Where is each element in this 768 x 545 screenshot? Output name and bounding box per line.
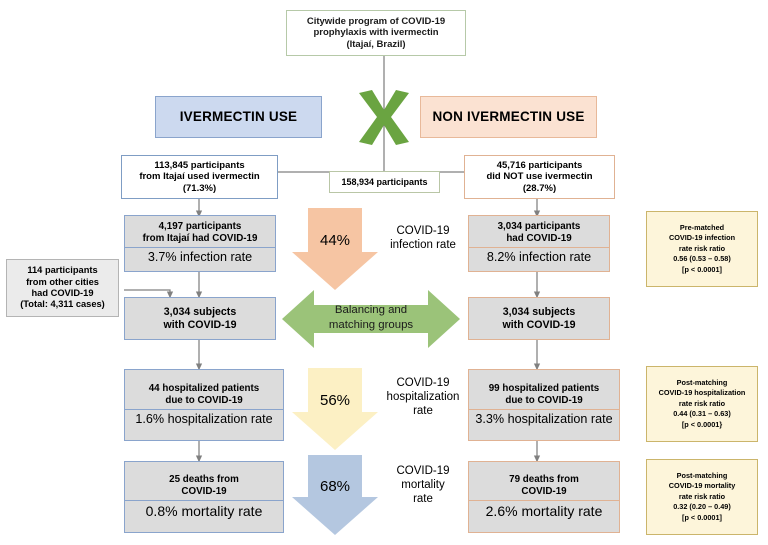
mortality-rate-label-line-3: rate — [413, 493, 433, 506]
hospitalization-rate-label-line-3: rate — [413, 405, 433, 418]
mortality-rate-label-line-2: mortality — [401, 479, 445, 492]
banner-left-label: IVERMECTIN USE — [179, 108, 298, 124]
left-infected-line-2: from Itajaí had COVID-19 — [142, 233, 258, 245]
right-infected-line-1: 3,034 participants — [497, 221, 581, 233]
left-infected-box: 4,197 participants from Itajaí had COVID… — [124, 215, 276, 272]
infection-rate-arrow — [292, 208, 378, 290]
right-enrolled-box: 45,716 participants did NOT use ivermect… — [464, 155, 615, 199]
left-infected-counts: 4,197 participants from Itajaí had COVID… — [125, 218, 275, 247]
cross-marker-icon — [359, 90, 409, 145]
callout-2-line-1: Post-matching — [676, 378, 728, 388]
banner-non-ivermectin-use: NON IVERMECTIN USE — [420, 96, 597, 138]
right-mortality-rate: 2.6% mortality rate — [469, 499, 619, 523]
left-hospitalized-line-2: due to COVID-19 — [165, 394, 243, 406]
hospitalization-rate-label: COVID-19 hospitalization rate — [378, 376, 468, 418]
right-hospitalized-counts: 99 hospitalized patients due to COVID-19 — [469, 380, 619, 409]
left-mortality-rate: 0.8% mortality rate — [125, 499, 283, 523]
mortality-rate-percent: 68% — [319, 478, 351, 495]
right-matched-line-1: 3,034 subjects — [502, 305, 576, 318]
title-line-1: Citywide program of COVID-19 — [306, 15, 446, 27]
title-line-2: prophylaxis with ivermectin — [313, 27, 439, 39]
right-enrolled-line-2: did NOT use ivermectin — [486, 171, 593, 183]
callout-1-line-3: rate risk ratio — [678, 243, 726, 253]
callout-post-matching-mortality: Post-matching COVID-19 mortality rate ri… — [646, 459, 758, 535]
hospitalization-rate-label-line-2: hospitalization — [386, 391, 460, 404]
right-infected-counts: 3,034 participants had COVID-19 — [469, 218, 609, 247]
hospitalization-rate-percent: 56% — [319, 392, 351, 409]
left-infected-line-1: 4,197 participants — [158, 221, 242, 233]
other-cities-line-2: from other cities — [26, 276, 99, 287]
balancing-label-line-1: Balancing and — [334, 304, 408, 316]
right-deaths-counts: 79 deaths from COVID-19 — [469, 471, 619, 500]
callout-1-line-5: [p < 0.0001] — [682, 264, 722, 274]
title-box: Citywide program of COVID-19 prophylaxis… — [286, 10, 466, 56]
right-deaths-line-2: COVID-19 — [521, 485, 567, 497]
right-hospitalized-line-2: due to COVID-19 — [505, 394, 583, 406]
left-infection-rate: 3.7% infection rate — [125, 247, 275, 268]
other-cities-note-box: 114 participants from other cities had C… — [6, 259, 119, 317]
right-deaths-box: 79 deaths from COVID-19 2.6% mortality r… — [468, 461, 620, 533]
left-matched-line-2: with COVID-19 — [163, 318, 237, 331]
banner-ivermectin-use: IVERMECTIN USE — [155, 96, 322, 138]
callout-2-line-2: COVID-19 hospitalization — [658, 388, 746, 398]
right-infection-rate: 8.2% infection rate — [469, 247, 609, 268]
left-deaths-box: 25 deaths from COVID-19 0.8% mortality r… — [124, 461, 284, 533]
title-line-3: (Itajaí, Brazil) — [346, 38, 406, 50]
callout-3-line-2: COVID-19 mortality — [668, 481, 736, 491]
mortality-rate-label: COVID-19 mortality rate — [378, 464, 468, 506]
infection-rate-label-line-2: infection rate — [390, 239, 456, 252]
mortality-rate-label-line-1: COVID-19 — [396, 465, 450, 477]
right-hospitalized-line-1: 99 hospitalized patients — [488, 382, 600, 394]
callout-1-line-1: Pre-matched — [679, 223, 725, 233]
callout-1-line-4: 0.56 (0.53 – 0.58) — [673, 254, 731, 264]
left-hospitalized-box: 44 hospitalized patients due to COVID-19… — [124, 369, 284, 441]
right-infected-box: 3,034 participants had COVID-19 8.2% inf… — [468, 215, 610, 272]
right-deaths-line-1: 79 deaths from — [509, 474, 579, 486]
left-deaths-line-1: 25 deaths from — [169, 474, 239, 486]
left-matched-line-1: 3,034 subjects — [163, 305, 237, 318]
left-hospitalized-counts: 44 hospitalized patients due to COVID-19 — [125, 380, 283, 409]
right-matched-box: 3,034 subjects with COVID-19 — [468, 297, 610, 340]
left-deaths-counts: 25 deaths from COVID-19 — [125, 471, 283, 500]
other-cities-line-4: (Total: 4,311 cases) — [20, 299, 105, 310]
left-enrolled-line-2: from Itajaí used ivermectin — [139, 171, 260, 183]
callout-3-line-4: 0.32 (0.20 – 0.49) — [673, 502, 731, 512]
callout-2-line-5: [p < 0.0001} — [681, 419, 723, 429]
balancing-matching-label: Balancing and matching groups — [300, 303, 442, 333]
right-enrolled-line-1: 45,716 participants — [496, 159, 583, 171]
left-enrolled-box: 113,845 participants from Itajaí used iv… — [121, 155, 278, 199]
left-enrolled-line-1: 113,845 participants — [154, 159, 245, 171]
balancing-matching-arrow — [282, 290, 460, 348]
banner-right-label: NON IVERMECTIN USE — [432, 108, 585, 124]
balancing-label-line-2: matching groups — [328, 318, 414, 331]
left-matched-box: 3,034 subjects with COVID-19 — [124, 297, 276, 340]
hospitalization-rate-arrow — [292, 368, 378, 450]
callout-3-line-5: [p < 0.0001] — [682, 512, 722, 522]
left-hospitalization-rate: 1.6% hospitalization rate — [125, 408, 283, 430]
right-hospitalization-rate: 3.3% hospitalization rate — [469, 408, 619, 430]
callout-2-line-4: 0.44 (0.31 – 0.63) — [673, 409, 731, 419]
other-cities-line-3: had COVID-19 — [31, 288, 94, 298]
infection-rate-label-line-1: COVID-19 — [396, 225, 450, 237]
callout-2-line-3: rate risk ratio — [678, 398, 726, 408]
total-participants-label: 158,934 participants — [341, 176, 428, 187]
total-participants-box: 158,934 participants — [329, 171, 440, 193]
left-deaths-line-2: COVID-19 — [181, 485, 227, 497]
right-infected-line-2: had COVID-19 — [506, 233, 572, 245]
left-hospitalized-line-1: 44 hospitalized patients — [148, 382, 260, 394]
callout-3-line-1: Post-matching — [676, 471, 728, 481]
callout-1-line-2: COVID-19 infection — [668, 233, 736, 243]
callout-3-line-3: rate risk ratio — [678, 491, 726, 501]
right-enrolled-line-3: (28.7%) — [522, 182, 557, 194]
infection-rate-label: COVID-19 infection rate — [378, 224, 468, 252]
mortality-rate-arrow — [292, 455, 378, 535]
hospitalization-rate-label-line-1: COVID-19 — [396, 377, 450, 389]
right-matched-line-2: with COVID-19 — [502, 318, 576, 331]
callout-pre-matched-infection: Pre-matched COVID-19 infection rate risk… — [646, 211, 758, 287]
infection-rate-percent: 44% — [319, 232, 351, 249]
other-cities-line-1: 114 participants — [27, 265, 98, 276]
callout-post-matching-hospitalization: Post-matching COVID-19 hospitalization r… — [646, 366, 758, 442]
left-enrolled-line-3: (71.3%) — [182, 182, 217, 194]
right-hospitalized-box: 99 hospitalized patients due to COVID-19… — [468, 369, 620, 441]
